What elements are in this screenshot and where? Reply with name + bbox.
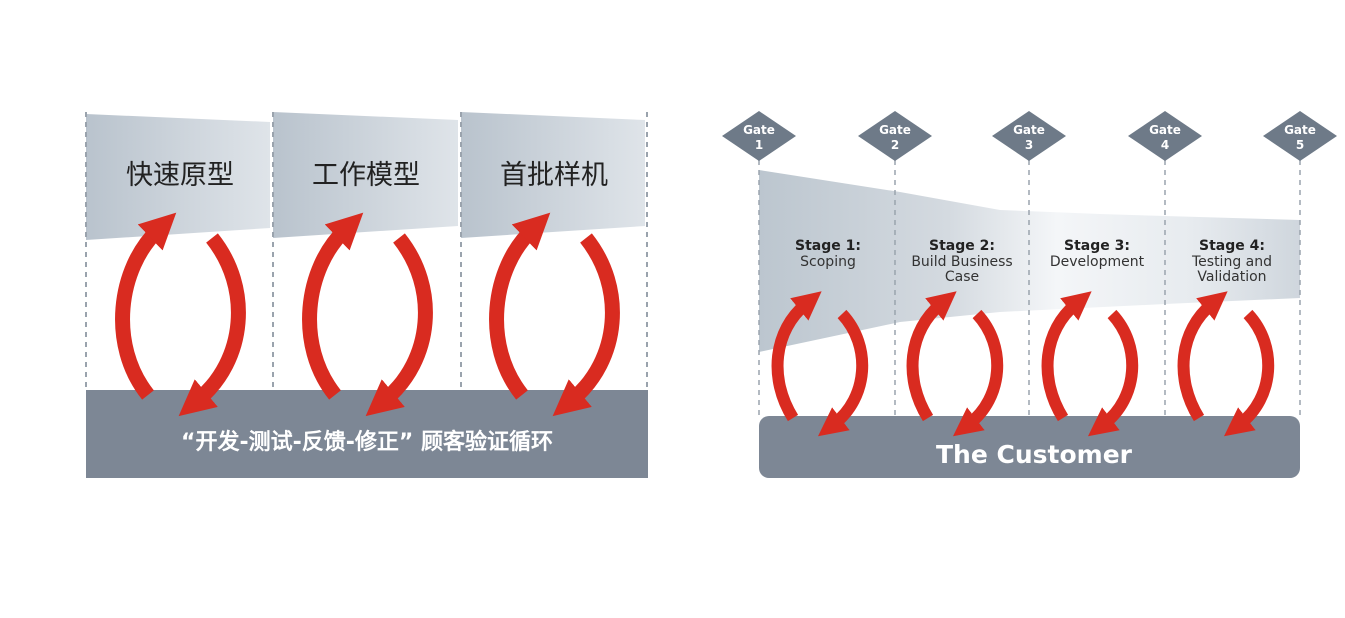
left-diagram: 快速原型 工作模型 首批样机 “开发-测试-反馈-修正” 顾客验证循环 <box>85 112 648 478</box>
left-stage-band-2 <box>273 112 458 238</box>
left-base-label: “开发-测试-反馈-修正” 顾客验证循环 <box>181 429 553 455</box>
stage-2: Stage 2: Build Business Case <box>911 238 1012 285</box>
stage-1: Stage 1: Scoping <box>795 238 861 270</box>
left-stage-band-3 <box>461 112 645 238</box>
right-diagram: Gate 1 Gate 2 Gate 3 Gate 4 Gate 5 Stage… <box>722 111 1337 478</box>
stage-4: Stage 4: Testing and Validation <box>1191 238 1272 285</box>
gate-2-label: Gate <box>879 123 911 137</box>
gate-5-number: 5 <box>1296 138 1304 152</box>
stage-3-title: Stage 3: <box>1064 238 1130 254</box>
gate-5: Gate 5 <box>1263 111 1337 161</box>
stage-3: Stage 3: Development <box>1050 238 1145 270</box>
gate-4-label: Gate <box>1149 123 1181 137</box>
left-cycle-arrows-2 <box>302 212 433 417</box>
left-stage-label-1: 快速原型 <box>126 160 234 191</box>
gate-3-label: Gate <box>1013 123 1045 137</box>
right-cycle-arrows-3 <box>1041 291 1139 437</box>
gate-lines <box>758 160 1301 418</box>
customer-base-label: The Customer <box>936 440 1133 469</box>
left-stage-label-3: 首批样机 <box>500 160 608 191</box>
gate-2-number: 2 <box>891 138 899 152</box>
stage-1-title: Stage 1: <box>795 238 861 254</box>
stage-3-name-line1: Development <box>1050 254 1145 270</box>
left-cycle-arrows-1 <box>115 212 246 417</box>
gate-4-number: 4 <box>1161 138 1169 152</box>
stage-2-name-line1: Build Business <box>911 254 1012 270</box>
left-stage-label-2: 工作模型 <box>312 160 420 191</box>
right-cycle-arrows-2 <box>906 291 1004 437</box>
gate-3: Gate 3 <box>992 111 1066 161</box>
right-cycle-arrows-1 <box>771 291 869 437</box>
gate-1-label: Gate <box>743 123 775 137</box>
right-cycle-arrows-4 <box>1177 291 1275 437</box>
left-separators <box>85 112 648 392</box>
left-cycle-arrows-3 <box>489 212 620 417</box>
stage-2-name-line2: Case <box>945 269 979 285</box>
gate-4: Gate 4 <box>1128 111 1202 161</box>
gate-5-label: Gate <box>1284 123 1316 137</box>
left-stage-band-1 <box>86 114 270 240</box>
gate-1: Gate 1 <box>722 111 796 161</box>
gate-3-number: 3 <box>1025 138 1033 152</box>
stage-1-name-line1: Scoping <box>800 254 856 270</box>
stage-4-name-line1: Testing and <box>1191 254 1272 270</box>
gate-1-number: 1 <box>755 138 763 152</box>
stage-4-title: Stage 4: <box>1199 238 1265 254</box>
customer-base-bar <box>759 416 1300 478</box>
gate-2: Gate 2 <box>858 111 932 161</box>
stage-2-title: Stage 2: <box>929 238 995 254</box>
stage-4-name-line2: Validation <box>1197 269 1266 285</box>
